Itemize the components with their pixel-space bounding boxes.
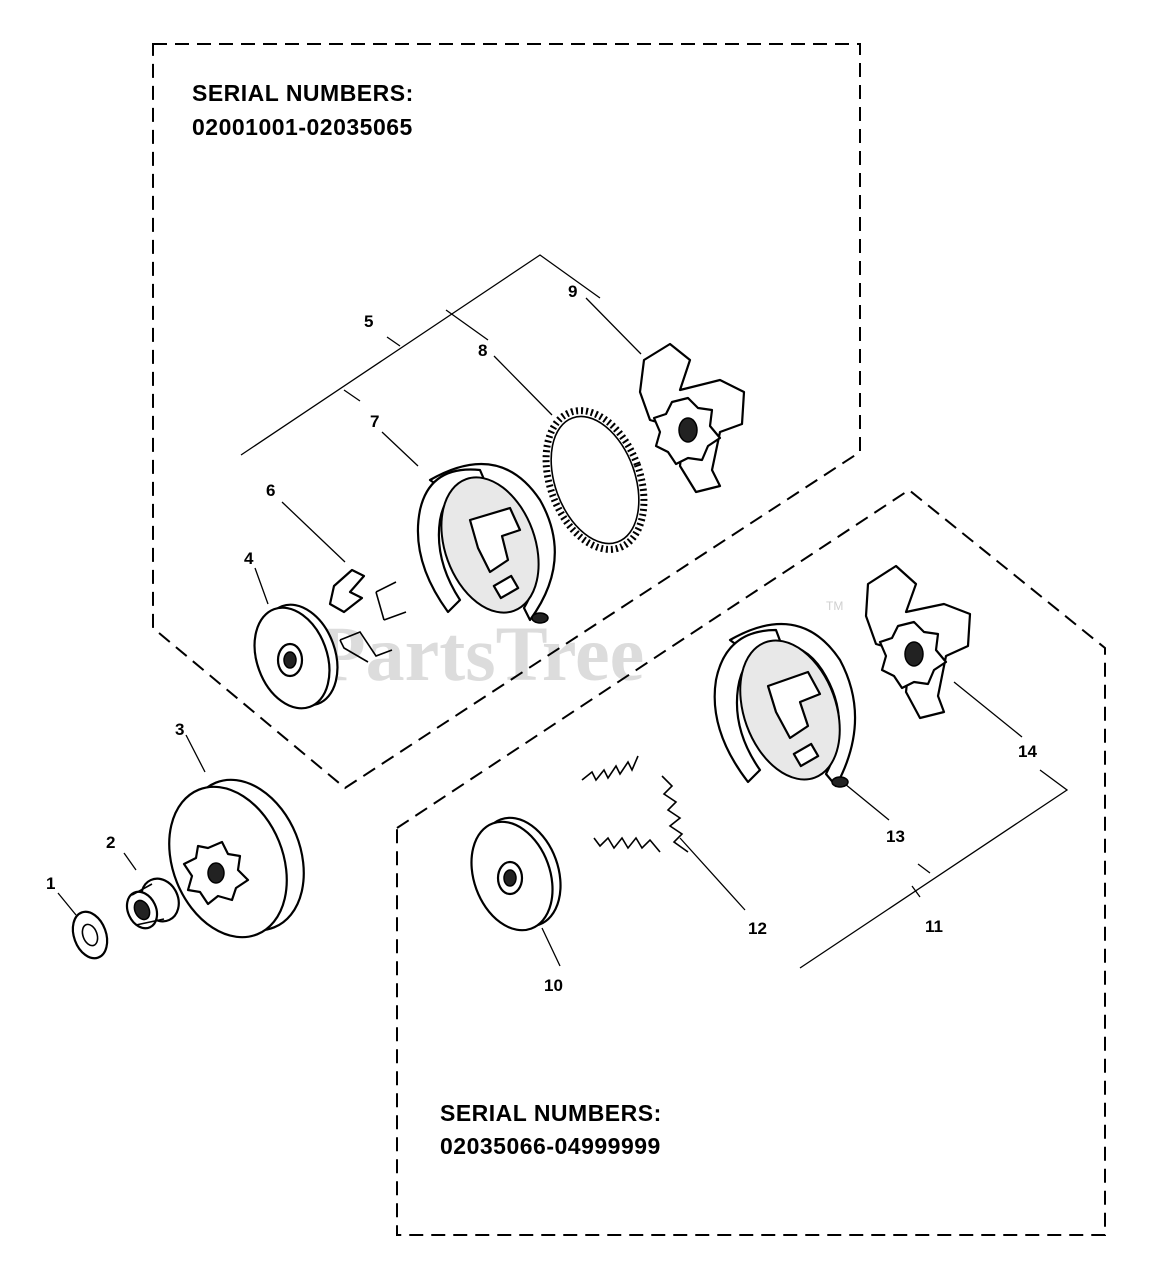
callout-6: 6 — [266, 481, 275, 500]
watermark-trademark: TM — [826, 599, 843, 613]
part-2-needle-bearing[interactable] — [121, 872, 185, 933]
part-10-clutch-washer[interactable] — [457, 806, 575, 941]
part-7-clutch-shoes[interactable] — [416, 462, 556, 626]
serial-heading-late: SERIAL NUMBERS: — [440, 1100, 662, 1126]
callout-10: 10 — [544, 976, 563, 995]
callout-4: 4 — [244, 549, 254, 568]
kit-bracket-5 — [240, 254, 601, 456]
callout-12: 12 — [748, 919, 767, 938]
part-9-clutch-hub[interactable] — [638, 342, 746, 494]
part-6-spring-clips[interactable] — [328, 568, 407, 663]
serial-range-late: 02035066-04999999 — [440, 1133, 661, 1159]
part-12-springs[interactable] — [581, 755, 689, 853]
callout-13: 13 — [886, 827, 905, 846]
group-boundary-late — [396, 488, 1106, 1236]
part-3-clutch-drum[interactable] — [148, 762, 325, 955]
callout-14: 14 — [1018, 742, 1037, 761]
part-1-washer[interactable] — [67, 907, 113, 963]
serial-heading-early: SERIAL NUMBERS: — [192, 80, 414, 106]
part-4-clutch-washer[interactable] — [241, 594, 350, 719]
group-boundary-early — [152, 43, 861, 790]
callout-1: 1 — [46, 874, 55, 893]
part-13-clutch-shoes[interactable] — [713, 622, 858, 793]
callout-9: 9 — [568, 282, 577, 301]
callout-3: 3 — [175, 720, 184, 739]
kit-bracket-11 — [799, 769, 1069, 969]
callout-2: 2 — [106, 833, 115, 852]
callout-7: 7 — [370, 412, 379, 431]
callout-11: 11 — [925, 917, 943, 936]
watermark: PartsTree — [318, 610, 644, 697]
callout-5: 5 — [364, 312, 373, 331]
callout-8: 8 — [478, 341, 487, 360]
part-8-garter-spring[interactable] — [528, 397, 662, 563]
serial-range-early: 02001001-02035065 — [192, 114, 413, 140]
part-14-clutch-hub[interactable] — [864, 564, 972, 720]
